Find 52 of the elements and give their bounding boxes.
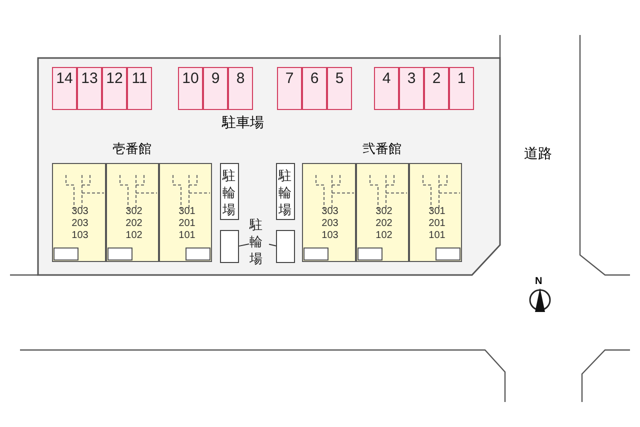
bicycle-parking-box: 駐輪場 bbox=[276, 163, 295, 220]
space-number: 14 bbox=[55, 70, 74, 87]
room-numbers: 302 202 102 bbox=[124, 206, 144, 242]
apartment-unit bbox=[409, 163, 462, 262]
leader-line bbox=[268, 244, 276, 246]
space-number: 12 bbox=[105, 70, 124, 87]
room-numbers: 301 201 101 bbox=[178, 206, 196, 242]
space-number: 4 bbox=[381, 70, 392, 87]
parking-space bbox=[424, 67, 449, 110]
space-number: 1 bbox=[456, 70, 467, 87]
bicycle-parking-box bbox=[220, 230, 239, 263]
space-number: 6 bbox=[309, 70, 320, 87]
north-label: N bbox=[535, 276, 542, 287]
space-number: 2 bbox=[431, 70, 442, 87]
parking-space bbox=[399, 67, 424, 110]
apartment-unit bbox=[302, 163, 356, 262]
apartment-unit bbox=[356, 163, 409, 262]
bicycle-parking-label: 駐輪場 bbox=[249, 216, 269, 274]
apartment-unit bbox=[52, 163, 106, 262]
building-name: 弐番館 bbox=[362, 140, 402, 158]
parking-space bbox=[277, 67, 302, 110]
building-name: 壱番館 bbox=[112, 140, 152, 158]
space-number: 3 bbox=[406, 70, 417, 87]
bicycle-parking-box bbox=[276, 230, 295, 263]
parking-space bbox=[52, 67, 77, 110]
space-number: 13 bbox=[80, 70, 99, 87]
space-number: 9 bbox=[210, 70, 221, 87]
room-numbers: 303 203 103 bbox=[70, 206, 90, 242]
road-label: 道路 bbox=[524, 145, 552, 163]
parking-space bbox=[302, 67, 327, 110]
space-number: 10 bbox=[181, 70, 200, 87]
room-numbers: 302 202 102 bbox=[374, 206, 394, 242]
space-number: 8 bbox=[235, 70, 246, 87]
parking-space bbox=[327, 67, 352, 110]
parking-space bbox=[178, 67, 203, 110]
parking-space bbox=[449, 67, 474, 110]
parking-lot-label: 駐車場 bbox=[222, 114, 264, 132]
space-number: 7 bbox=[284, 70, 295, 87]
bicycle-parking-box: 駐輪場 bbox=[220, 163, 239, 220]
apartment-unit bbox=[106, 163, 159, 262]
parking-space bbox=[203, 67, 228, 110]
space-number: 5 bbox=[334, 70, 345, 87]
space-number: 11 bbox=[130, 70, 148, 87]
room-numbers: 301 201 101 bbox=[428, 206, 446, 242]
parking-space bbox=[77, 67, 102, 110]
room-numbers: 303 203 103 bbox=[320, 206, 340, 242]
leader-line bbox=[238, 244, 250, 247]
apartment-unit bbox=[159, 163, 212, 262]
parking-space bbox=[102, 67, 127, 110]
parking-space bbox=[228, 67, 253, 110]
parking-space bbox=[127, 67, 152, 110]
parking-space bbox=[374, 67, 399, 110]
